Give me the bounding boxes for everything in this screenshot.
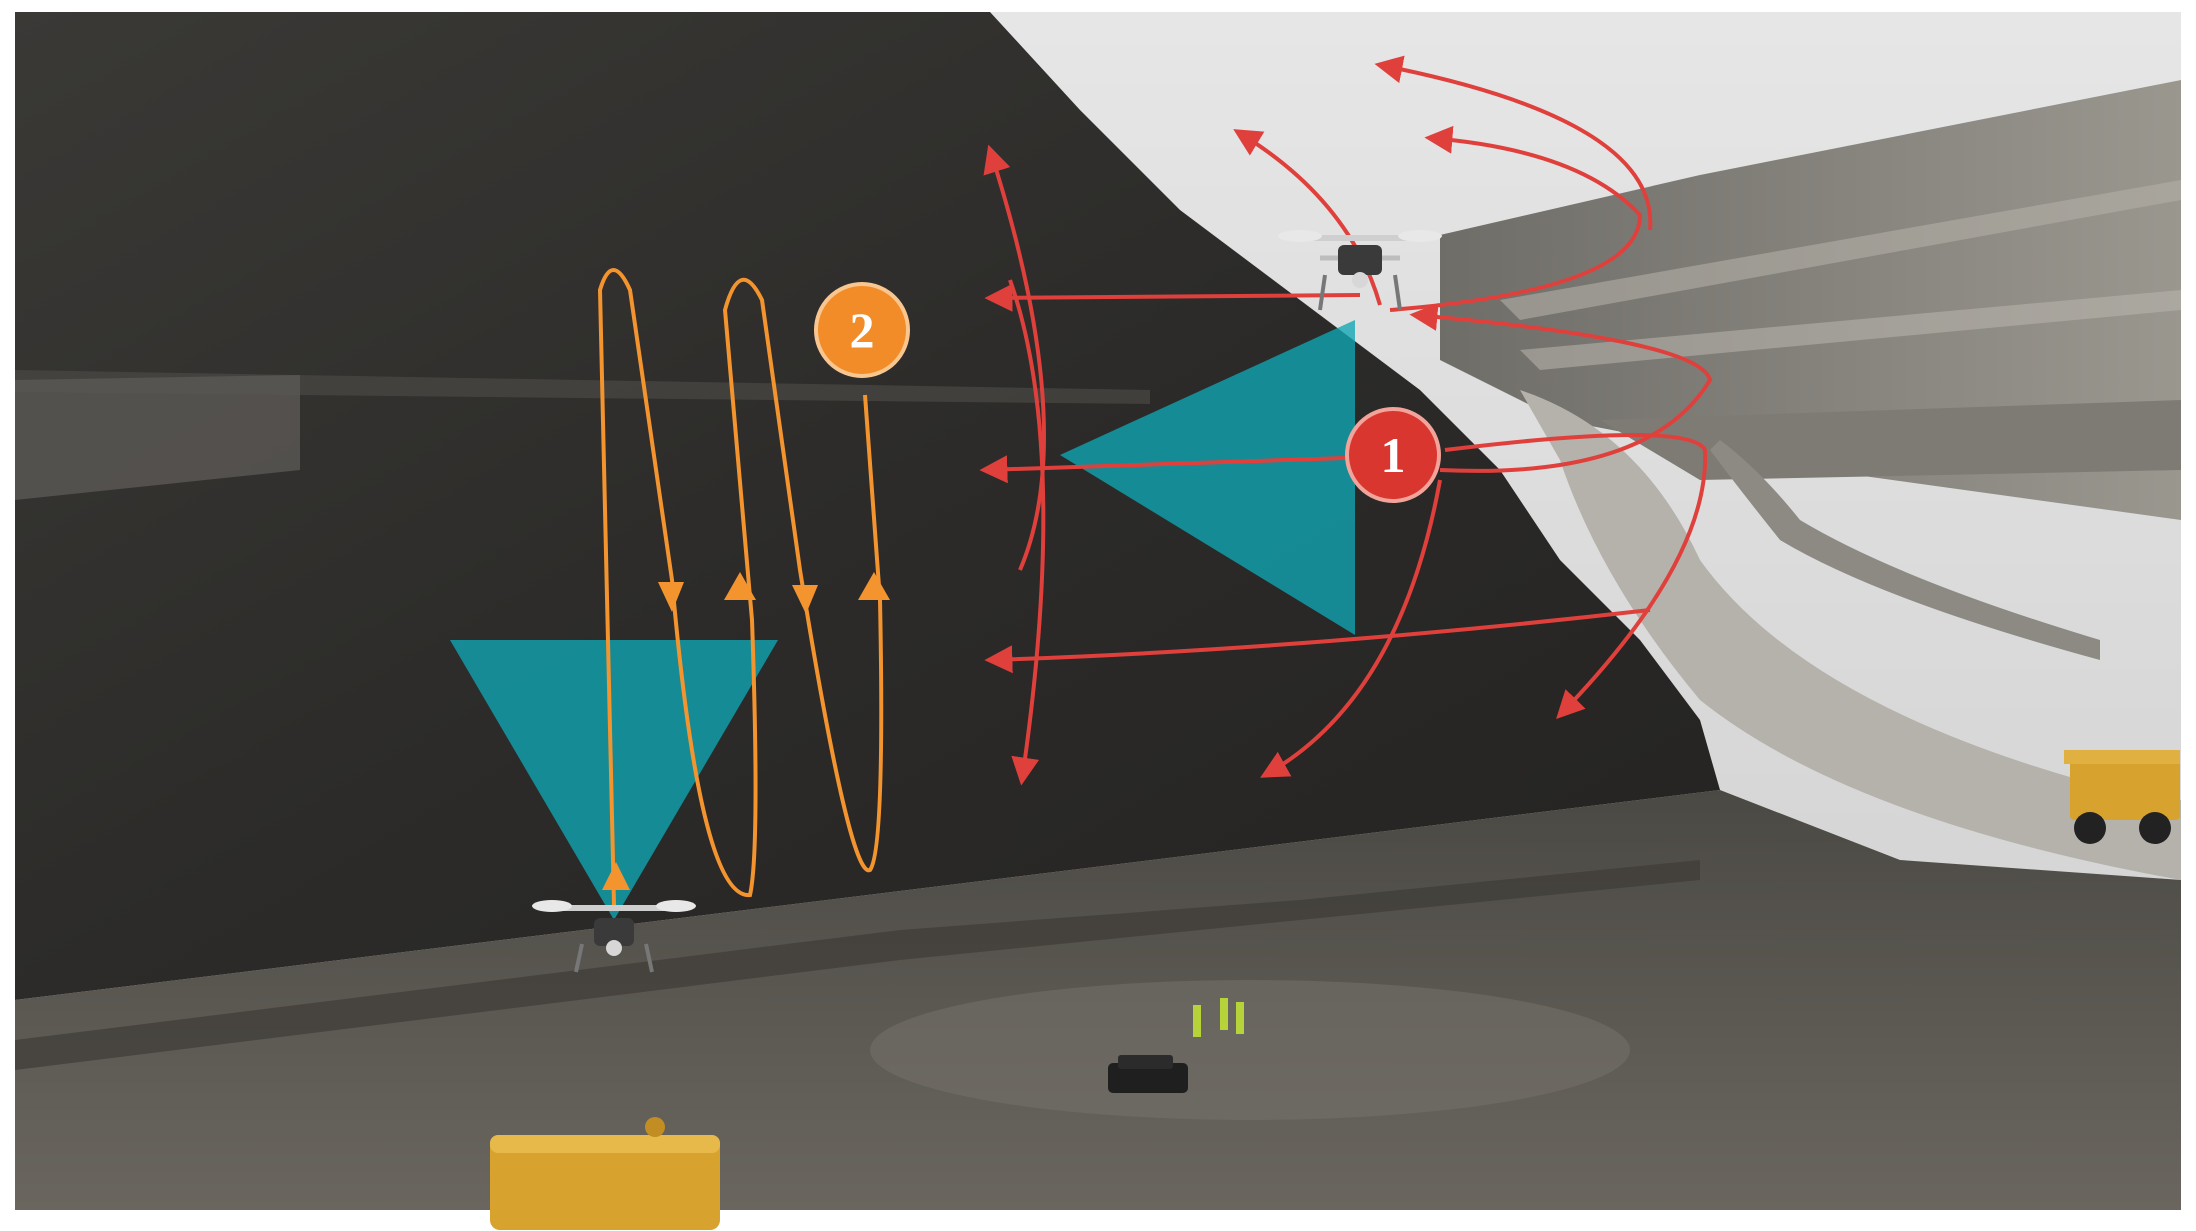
- orange-arrow-up: [602, 862, 630, 890]
- drone-rotor: [656, 900, 696, 912]
- red-arrow: [979, 455, 1346, 484]
- orange-arrow-up: [724, 572, 756, 600]
- red-arrow: [1409, 303, 1713, 473]
- drone-leg: [644, 943, 654, 973]
- red-arrow: [983, 144, 1046, 571]
- route-1-marker-label: 1: [1381, 427, 1406, 483]
- truck-bed: [2064, 750, 2180, 764]
- red-arrow: [984, 608, 1651, 674]
- red-arrow: [1260, 479, 1442, 778]
- tanker-body: [490, 1135, 720, 1230]
- workers: [1193, 998, 1244, 1037]
- far-bench: [1500, 180, 2181, 320]
- drone-body: [1338, 245, 1382, 275]
- far-bench-2: [1520, 290, 2181, 370]
- drone-camera: [606, 940, 622, 956]
- route-1-marker-circle: [1345, 407, 1441, 503]
- drone-leg: [1318, 274, 1327, 311]
- tanker-top: [490, 1135, 720, 1153]
- suv: [1108, 1055, 1188, 1093]
- drone-camera: [1352, 272, 1368, 288]
- water-truck: [490, 1117, 720, 1230]
- route-2-path: [597, 268, 884, 906]
- side-road: [1710, 440, 2100, 660]
- route-1-marker: 1: [1345, 407, 1441, 503]
- far-lower-bench: [1600, 400, 2181, 480]
- red-arrow: [1233, 129, 1382, 306]
- red-arrow: [1008, 279, 1046, 786]
- orange-arrow-down: [658, 582, 684, 612]
- drone-leg: [1393, 274, 1402, 311]
- rock-wall: [15, 12, 1720, 1000]
- truck-wheel: [2139, 812, 2171, 844]
- photo: [15, 12, 2181, 1210]
- route-2-marker-circle: [814, 282, 910, 378]
- route-2-marker: 2: [814, 282, 910, 378]
- route-1-arrows: [979, 55, 1713, 786]
- red-arrow: [984, 283, 1361, 312]
- orange-arrow-up: [858, 572, 890, 600]
- haul-truck: [2064, 750, 2180, 844]
- worker: [1193, 1005, 1201, 1037]
- camera-fov-route-2: [450, 640, 778, 920]
- dusty-patch: [870, 980, 1630, 1120]
- route-2-line: [597, 268, 884, 906]
- camera-fov-route-1: [1060, 320, 1355, 635]
- drone-route-1: [1278, 230, 1442, 311]
- drone-route-2: [532, 900, 696, 973]
- haul-road: [1520, 390, 2181, 880]
- red-arrow: [1389, 125, 1643, 312]
- red-arrow: [1374, 55, 1653, 231]
- orange-arrow-down: [792, 585, 818, 614]
- rock-ledge: [15, 375, 300, 500]
- drone-rotor: [532, 900, 572, 912]
- pit-floor: [15, 790, 2181, 1210]
- tanker-hatch: [645, 1117, 665, 1137]
- drone-leg: [574, 943, 584, 973]
- drone-rotor: [1398, 230, 1442, 242]
- suv-cab: [1118, 1055, 1173, 1069]
- rubble-band: [15, 860, 1700, 1070]
- route-2-marker-label: 2: [850, 302, 875, 358]
- truck-wheel: [2074, 812, 2106, 844]
- drone-rotor: [1278, 230, 1322, 242]
- worker: [1220, 998, 1228, 1030]
- worker: [1236, 1002, 1244, 1034]
- route-2-arrows: [602, 572, 890, 890]
- red-arrow: [1444, 433, 1708, 720]
- drone-body: [594, 918, 634, 946]
- truck-body: [2070, 760, 2180, 820]
- suv-body: [1108, 1063, 1188, 1093]
